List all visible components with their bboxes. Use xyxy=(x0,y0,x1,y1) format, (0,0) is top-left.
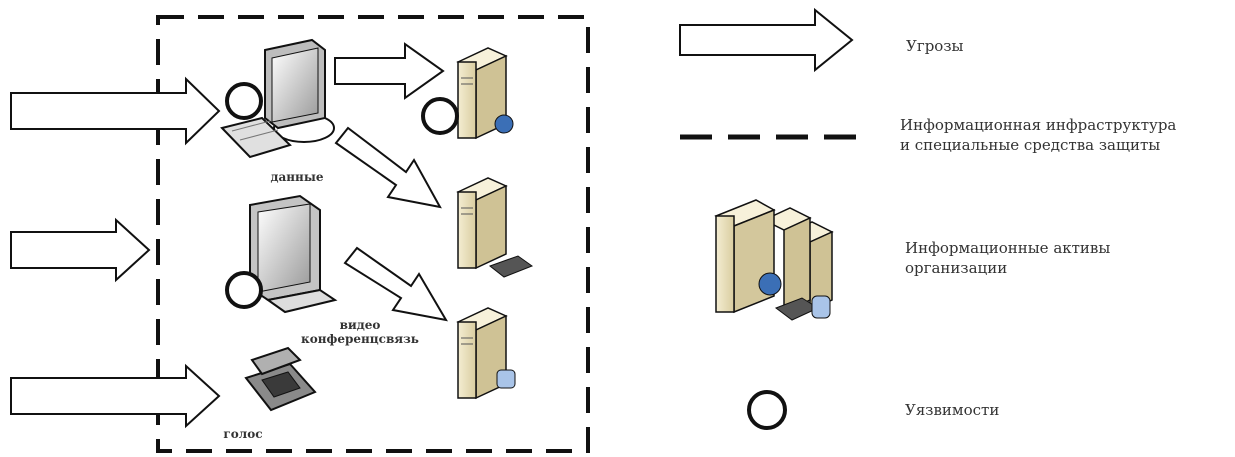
legend-infrastructure-label: Информационная инфраструктура и специаль… xyxy=(900,115,1230,155)
threat-arrow-5 xyxy=(334,126,442,209)
vulnerability-circle-1 xyxy=(225,82,263,120)
legend-vulnerabilities-label: Уязвимости xyxy=(905,401,1000,419)
legend-assets-label: Информационные активы организации xyxy=(905,238,1205,278)
infrastructure-boundary xyxy=(156,15,590,453)
computer-data-icon xyxy=(220,38,335,159)
label-video: видео конференцсвязь xyxy=(300,318,420,346)
label-video-line-2: конференцсвязь xyxy=(301,332,419,346)
server-1-icon xyxy=(456,47,514,140)
legend-threat-arrow xyxy=(679,7,854,73)
server-3-icon xyxy=(456,307,516,400)
threat-arrow-6 xyxy=(343,246,448,322)
computer-video-icon xyxy=(249,194,338,314)
legend-threats-label: Угрозы xyxy=(906,37,964,55)
vulnerability-circle-3 xyxy=(225,271,263,309)
threat-arrow-3 xyxy=(10,363,221,429)
label-video-line-1: видео xyxy=(339,318,381,332)
legend-vulnerability-circle xyxy=(747,390,787,430)
telephone-icon xyxy=(244,346,317,412)
label-voice: голос xyxy=(223,427,263,441)
vulnerability-circle-2 xyxy=(421,97,459,135)
legend-assets-line-2: организации xyxy=(905,259,1008,277)
threat-arrow-2 xyxy=(10,217,151,283)
legend-assets-icon xyxy=(714,199,834,321)
label-data: данные xyxy=(270,170,324,184)
threat-arrow-1 xyxy=(10,76,221,146)
legend-infrastructure-line-2: и специальные средства защиты xyxy=(900,136,1161,154)
threat-arrow-4 xyxy=(334,42,445,100)
server-2-icon xyxy=(456,177,534,278)
legend-infrastructure-line-1: Информационная инфраструктура xyxy=(900,116,1177,134)
legend-assets-line-1: Информационные активы xyxy=(905,239,1111,257)
